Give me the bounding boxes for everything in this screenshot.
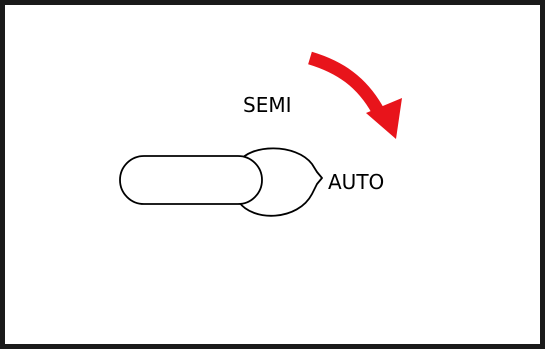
clockwise-arrow-head [366, 98, 402, 139]
switch-lever-handle[interactable] [119, 155, 263, 205]
semi-position-label: SEMI [243, 93, 292, 117]
switch-knob-body [238, 147, 323, 217]
auto-position-label: AUTO [328, 170, 384, 194]
clockwise-arrow-shaft [308, 51, 384, 115]
